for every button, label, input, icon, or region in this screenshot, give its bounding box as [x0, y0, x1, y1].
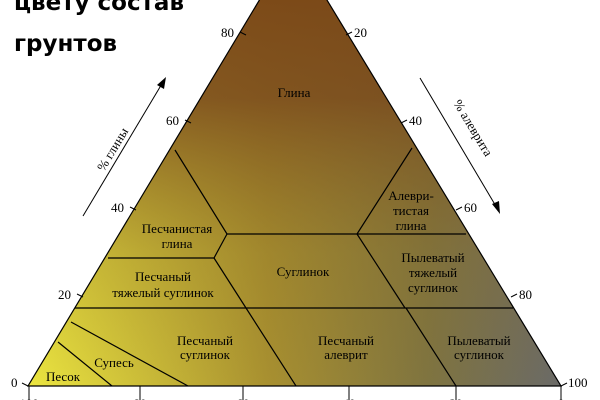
region-silty-heavy-loam-3: суглинок: [408, 280, 459, 295]
region-sandy-silt-1: Песчаный: [318, 333, 374, 348]
silt-axis-arrow: [419, 77, 500, 214]
base-tick-60: 60: [237, 396, 250, 400]
region-silty-clay-2: тистая: [393, 203, 429, 218]
region-sandy-heavy-loam-2: тяжелый суглинок: [112, 285, 214, 300]
base-tick-0: 0: [558, 396, 565, 400]
region-sandy-heavy-loam-1: Песчаный: [135, 269, 191, 284]
clay-tick-0: 0: [11, 375, 18, 390]
silt-tick-100: 100: [568, 375, 588, 390]
region-sandy-loam-light: Супесь: [94, 355, 134, 370]
region-silty-clay-1: Алеври-: [388, 188, 434, 203]
region-silty-heavy-loam-1: Пылеватый: [401, 250, 464, 265]
clay-tick-20: 20: [58, 287, 71, 302]
clay-tick-80: 80: [221, 25, 234, 40]
region-sand: Песок: [46, 369, 81, 384]
silt-tick-40: 40: [409, 113, 422, 128]
title-line-1: цвету состав: [14, 0, 185, 16]
base-tick-100: 100: [19, 396, 39, 400]
silt-tick-60: 60: [464, 200, 477, 215]
region-silty-loam-2: суглинок: [454, 347, 505, 362]
clay-tick-40: 40: [111, 200, 124, 215]
silt-axis-label: % алеврита: [450, 97, 496, 159]
base-tick-80: 80: [134, 396, 147, 400]
base-tick-20: 20: [450, 396, 463, 400]
triangle-fill: [28, 0, 561, 386]
silt-tick-80: 80: [519, 287, 532, 302]
tick-marks: [21, 31, 568, 400]
clay-tick-60: 60: [166, 113, 179, 128]
clay-axis-arrow: [82, 77, 166, 217]
region-sandy-silt-2: алеврит: [324, 347, 368, 362]
region-clay: Глина: [278, 85, 311, 100]
region-sandy-loam-2: суглинок: [180, 347, 231, 362]
silt-tick-20: 20: [354, 25, 367, 40]
region-silty-loam-1: Пылеватый: [447, 333, 510, 348]
region-silty-heavy-loam-2: тяжелый: [409, 265, 457, 280]
region-loam: Суглинок: [277, 264, 330, 279]
region-sandy-clay-1: Песчанистая: [142, 221, 213, 236]
region-sandy-clay-2: глина: [162, 236, 193, 251]
title-line-2: грунтов: [14, 31, 118, 57]
region-boundaries: [26, 0, 563, 387]
region-silty-clay-3: глина: [396, 218, 427, 233]
base-tick-40: 40: [343, 396, 356, 400]
region-sandy-loam-1: Песчаный: [177, 333, 233, 348]
